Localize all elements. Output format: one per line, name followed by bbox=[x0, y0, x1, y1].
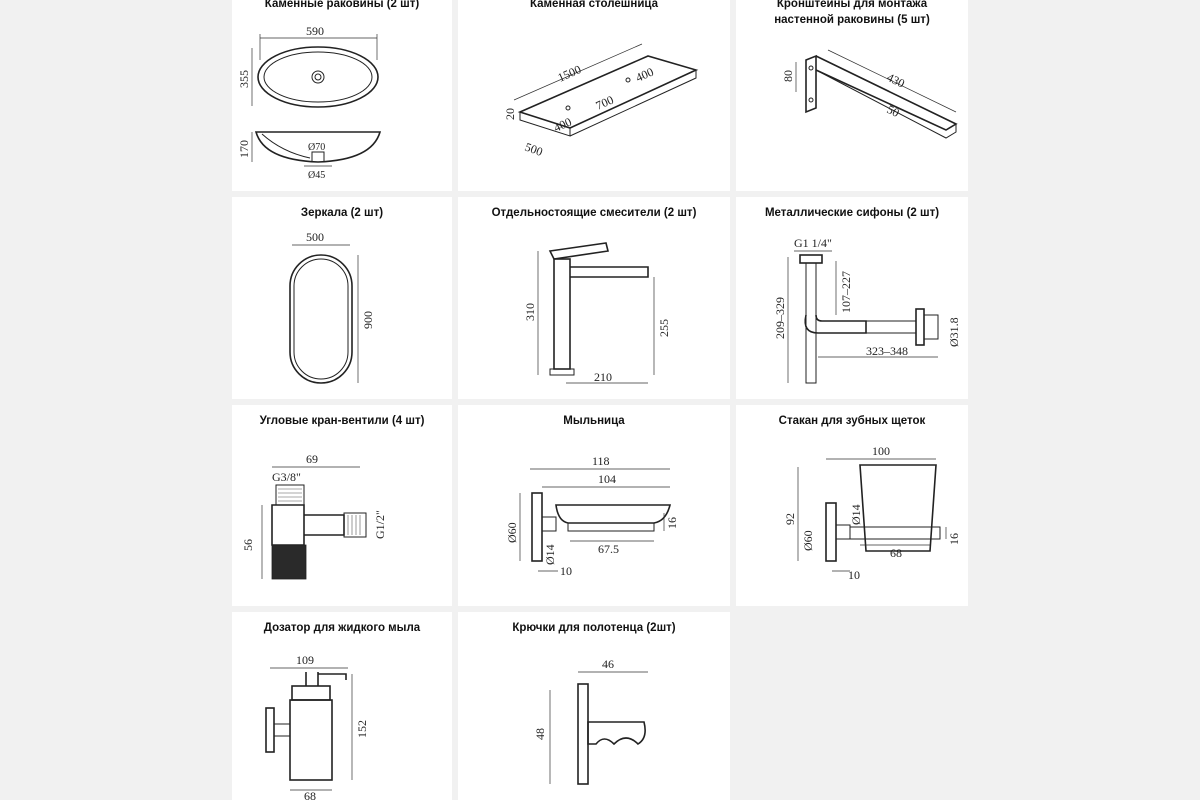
panel-title: Каменные раковины (2 шт) bbox=[264, 0, 420, 10]
dim-soapdish-width: 118 bbox=[592, 454, 610, 468]
dim-mirror-height: 900 bbox=[361, 311, 375, 329]
dim-dispenser-width: 109 bbox=[296, 653, 314, 667]
panel-title: Мыльница bbox=[563, 415, 625, 427]
siphon-drawing: G1 1/4" 209–329 107–227 323–348 Ø31.8 bbox=[773, 236, 961, 384]
panel-sinks: Каменные раковины (2 шт) 590 355 170 Ø70… bbox=[232, 0, 452, 191]
dim-bracket-length: 430 bbox=[885, 70, 907, 90]
countertop-drawing: 1500 400 400 700 500 20 bbox=[503, 43, 699, 159]
dim-dispenser-base: 68 bbox=[304, 789, 316, 800]
dim-siphon-upper-height: 107–227 bbox=[839, 271, 853, 313]
dim-valve-height: 56 bbox=[241, 539, 255, 551]
dim-cup-thickness: 16 bbox=[947, 533, 961, 545]
dim-sink-depth: 170 bbox=[237, 140, 251, 158]
dim-countertop-width: 400 bbox=[634, 65, 656, 85]
dim-mirror-width: 500 bbox=[306, 230, 324, 244]
dim-soapdish-thickness: 16 bbox=[665, 517, 679, 529]
dim-sink-drain: Ø70 bbox=[308, 142, 325, 153]
panel-dispenser: Дозатор для жидкого мыла 109 152 68 bbox=[232, 612, 452, 800]
dim-cup-width: 100 bbox=[872, 444, 890, 458]
panel-title: Угловые кран-вентили (4 шт) bbox=[259, 415, 425, 427]
dim-sink-drain-small: Ø45 bbox=[308, 170, 325, 181]
panel-mirror: Зеркала (2 шт) 500 900 bbox=[232, 197, 452, 399]
dim-sink-height: 355 bbox=[237, 70, 251, 88]
panel-brackets: Кронштейны для монтажа настенной раковин… bbox=[736, 0, 968, 191]
mirror-drawing: 500 900 bbox=[289, 230, 375, 384]
panel-title: Стакан для зубных щеток bbox=[778, 415, 926, 427]
panel-title: Металлические сифоны (2 шт) bbox=[764, 207, 940, 219]
dim-cup-gap: 10 bbox=[848, 568, 860, 582]
dim-siphon-total-height: 209–329 bbox=[773, 297, 787, 339]
panel-cup: Стакан для зубных щеток 100 92 Ø60 Ø14 1… bbox=[736, 405, 968, 606]
panel-siphon: Металлические сифоны (2 шт) G1 1/4" 209–… bbox=[736, 197, 968, 399]
dim-soapdish-gap: 10 bbox=[560, 564, 572, 578]
panel-hooks: Крючки для полотенца (2шт) 46 48 bbox=[458, 612, 730, 800]
dispenser-drawing: 109 152 68 bbox=[265, 653, 369, 800]
panel-title: Дозатор для жидкого мыла bbox=[263, 622, 421, 634]
sink-drawing: 590 355 170 Ø70 Ø45 bbox=[237, 24, 382, 181]
panel-valve: Угловые кран-вентили (4 шт) 69 G3/8" G1/… bbox=[232, 405, 452, 606]
dim-cup-rod: Ø14 bbox=[849, 504, 863, 525]
panel-empty bbox=[736, 612, 968, 800]
dim-valve-width: 69 bbox=[306, 452, 318, 466]
panel-title: Зеркала (2 шт) bbox=[300, 207, 384, 219]
soapdish-drawing: 118 104 Ø60 Ø14 67.5 16 10 bbox=[505, 454, 679, 578]
dim-siphon-length: 323–348 bbox=[866, 344, 908, 358]
panel-title: Каменная столешница bbox=[529, 0, 659, 10]
dim-dispenser-height: 152 bbox=[355, 720, 369, 738]
dim-countertop-b: 700 bbox=[594, 93, 616, 113]
dim-cup-base: 68 bbox=[890, 546, 902, 560]
dim-soapdish-inner: 104 bbox=[598, 472, 616, 486]
dim-sink-width: 590 bbox=[306, 24, 324, 38]
panel-title: Кронштейны для монтажа настенной раковин… bbox=[774, 0, 930, 26]
dim-bracket-height: 80 bbox=[781, 70, 795, 82]
dim-faucet-height: 310 bbox=[523, 303, 537, 321]
dim-countertop-thickness: 20 bbox=[503, 108, 517, 120]
dim-valve-thread-side: G1/2" bbox=[373, 510, 387, 539]
dim-siphon-diameter: Ø31.8 bbox=[947, 317, 961, 347]
dim-hook-width: 46 bbox=[602, 657, 614, 671]
faucet-drawing: 310 255 210 bbox=[523, 242, 671, 384]
dim-cup-plate: Ø60 bbox=[801, 530, 815, 551]
dim-countertop-length: 1500 bbox=[556, 62, 584, 85]
dim-faucet-reach: 210 bbox=[594, 370, 612, 384]
panel-title: Крючки для полотенца (2шт) bbox=[512, 622, 676, 634]
dim-cup-height: 92 bbox=[783, 513, 797, 525]
cup-drawing: 100 92 Ø60 Ø14 16 68 10 bbox=[783, 444, 961, 582]
dim-hook-height: 48 bbox=[533, 728, 547, 740]
panel-faucet: Отдельностоящие смесители (2 шт) 310 255… bbox=[458, 197, 730, 399]
valve-drawing: 69 G3/8" G1/2" 56 bbox=[241, 452, 387, 580]
bracket-drawing: 80 430 50 bbox=[781, 49, 958, 139]
panel-countertop: Каменная столешница 1500 400 400 700 500… bbox=[458, 0, 730, 191]
dim-bracket-width: 50 bbox=[885, 102, 902, 120]
dim-soapdish-depth: 67.5 bbox=[598, 542, 619, 556]
dim-soapdish-plate: Ø60 bbox=[505, 522, 519, 543]
dim-siphon-thread: G1 1/4" bbox=[794, 236, 832, 250]
dim-valve-thread-top: G3/8" bbox=[272, 470, 301, 484]
hooks-drawing: 46 48 bbox=[533, 657, 648, 785]
panel-soapdish: Мыльница 118 104 Ø60 Ø14 67.5 16 10 bbox=[458, 405, 730, 606]
dim-countertop-a: 400 bbox=[552, 115, 574, 135]
dim-faucet-spout-height: 255 bbox=[657, 319, 671, 337]
panel-title: Отдельностоящие смесители (2 шт) bbox=[491, 207, 697, 219]
dim-soapdish-rod: Ø14 bbox=[543, 544, 557, 565]
dim-countertop-depth: 500 bbox=[523, 140, 545, 159]
